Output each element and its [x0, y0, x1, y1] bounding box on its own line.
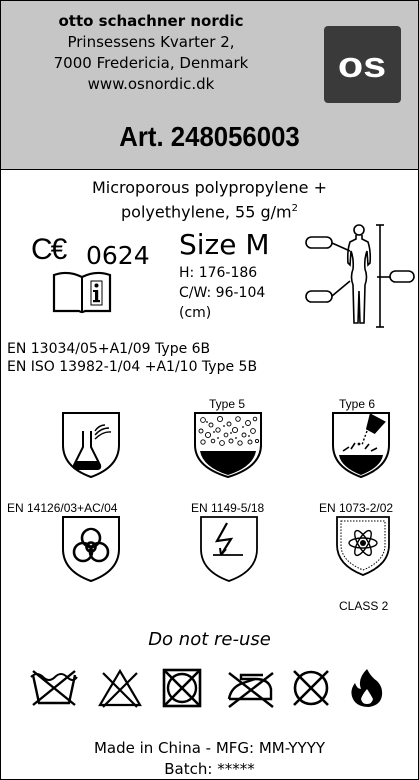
class-label: CLASS 2 [339, 599, 389, 613]
footer: Made in China - MFG: MM-YYYY Batch: ****… [1, 738, 418, 780]
do-not-iron-icon [227, 672, 274, 708]
company-address-line2: 7000 Fredericia, Denmark [53, 54, 249, 72]
do-not-reuse-warning: Do not re-use [148, 629, 271, 650]
material-line1: Microporous polypropylene + [91, 178, 327, 197]
do-not-wash-icon [30, 670, 78, 706]
flammable-icon [351, 669, 383, 707]
do-not-tumble-dry-icon [162, 668, 202, 708]
particle-shield-icon [194, 412, 262, 479]
size-chest-waist: C/W: 96-104 [179, 285, 266, 301]
header-divider [1, 169, 418, 170]
body-measurement-icon [305, 224, 415, 328]
material-description: Microporous polypropylene + polyethylene… [1, 177, 418, 222]
notified-body-number: 0624 [86, 241, 150, 270]
do-not-dry-clean-icon [293, 670, 329, 706]
book-info-icon [52, 271, 112, 314]
do-not-bleach-icon [98, 668, 142, 708]
size-height: H: 176-186 [179, 265, 258, 281]
company-website: www.osnordic.dk [87, 75, 215, 93]
company-address-line1: Prinsessens Kvarter 2, [67, 33, 235, 51]
company-logo: os [324, 26, 401, 103]
biohazard-shield-icon [62, 516, 120, 583]
made-in-text: Made in China - MFG: MM-YYYY [93, 739, 326, 757]
article-number: Art. 248056003 [119, 121, 300, 152]
radioactive-contamination-shield-icon [336, 516, 390, 576]
size-unit: (cm) [179, 305, 212, 321]
type5-label: Type 5 [209, 397, 246, 411]
liquid-splash-shield-icon [332, 412, 390, 479]
std-label-14126: EN 14126/03+AC/04 [7, 501, 118, 515]
std-label-1073: EN 1073-2/02 [319, 501, 394, 515]
type6-label: Type 6 [339, 397, 376, 411]
std-label-1149: EN 1149-5/18 [191, 501, 265, 515]
size-title: Size M [179, 228, 270, 261]
ce-mark: C€ [31, 233, 67, 266]
company-name: otto schachner nordic [58, 12, 244, 30]
material-line2: polyethylene, 55 g/m2 [121, 202, 298, 222]
company-info: otto schachner nordic Prinsessens Kvarte… [1, 11, 301, 95]
chemical-shield-icon [62, 412, 120, 479]
antistatic-shield-icon [200, 516, 258, 582]
batch-text: Batch: ***** [164, 760, 255, 778]
standard-line-2: EN ISO 13982-1/04 +A1/10 Type 5B [7, 359, 258, 375]
standard-line-1: EN 13034/05+A1/09 Type 6B [7, 341, 211, 357]
logo-text: os [338, 43, 387, 85]
label-header: otto schachner nordic Prinsessens Kvarte… [1, 1, 418, 169]
